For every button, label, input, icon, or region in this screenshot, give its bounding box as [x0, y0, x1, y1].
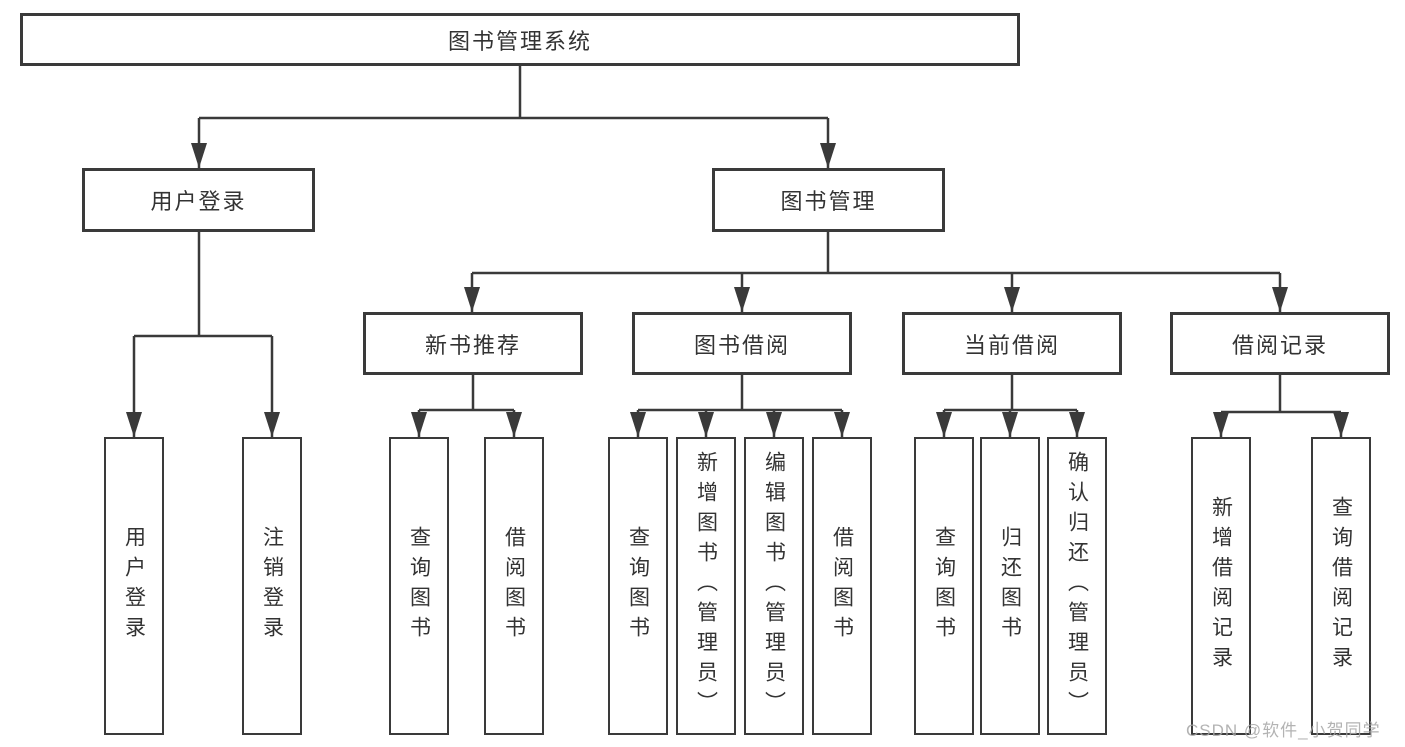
- leaf-edit-books-admin: 编辑图书（管理员）: [744, 437, 804, 735]
- leaf-query-books-borrowing: 查询图书: [608, 437, 668, 735]
- leaf-add-books-admin: 新增图书（管理员）: [676, 437, 736, 735]
- node-new-book-recommend: 新书推荐: [363, 312, 583, 375]
- leaf-label: 新增借阅记录: [1209, 496, 1233, 676]
- node-label: 图书借阅: [693, 332, 790, 358]
- leaf-label: 归还图书: [998, 526, 1022, 646]
- node-label: 新书推荐: [424, 332, 521, 358]
- node-label: 当前借阅: [963, 332, 1060, 358]
- arrowhead-icons: [126, 143, 1349, 437]
- leaf-logout: 注销登录: [242, 437, 302, 735]
- leaf-label: 查询图书: [407, 526, 431, 646]
- node-current-borrowing: 当前借阅: [902, 312, 1122, 375]
- leaf-user-login: 用户登录: [104, 437, 164, 735]
- node-user-login: 用户登录: [82, 168, 315, 232]
- leaf-label: 新增图书（管理员）: [694, 451, 718, 721]
- leaf-label: 查询图书: [626, 526, 650, 646]
- leaf-label: 编辑图书（管理员）: [762, 451, 786, 721]
- leaf-label: 借阅图书: [502, 526, 526, 646]
- leaf-confirm-return-admin: 确认归还（管理员）: [1047, 437, 1107, 735]
- connector-path: [132, 66, 1343, 437]
- leaf-query-borrow-record: 查询借阅记录: [1311, 437, 1371, 735]
- leaf-label: 确认归还（管理员）: [1065, 451, 1089, 721]
- leaf-label: 查询借阅记录: [1329, 496, 1353, 676]
- leaf-query-books-recommend: 查询图书: [389, 437, 449, 735]
- node-label: 图书管理系统: [447, 28, 592, 54]
- leaf-borrow-books-borrowing: 借阅图书: [812, 437, 872, 735]
- leaf-add-borrow-record: 新增借阅记录: [1191, 437, 1251, 735]
- leaf-query-books-current: 查询图书: [914, 437, 974, 735]
- node-label: 图书管理: [780, 189, 877, 214]
- leaf-label: 查询图书: [932, 526, 956, 646]
- node-library-management-system: 图书管理系统: [20, 13, 1020, 66]
- leaf-label: 注销登录: [260, 526, 284, 646]
- node-label: 用户登录: [150, 189, 247, 214]
- node-borrowing-records: 借阅记录: [1170, 312, 1390, 375]
- leaf-label: 借阅图书: [830, 526, 854, 646]
- node-book-management: 图书管理: [712, 168, 945, 232]
- csdn-watermark: CSDN @软件_小贺同学: [1186, 721, 1381, 740]
- leaf-return-books: 归还图书: [980, 437, 1040, 735]
- leaf-borrow-books-recommend: 借阅图书: [484, 437, 544, 735]
- leaf-label: 用户登录: [122, 526, 146, 646]
- node-book-borrowing: 图书借阅: [632, 312, 852, 375]
- node-label: 借阅记录: [1231, 332, 1328, 358]
